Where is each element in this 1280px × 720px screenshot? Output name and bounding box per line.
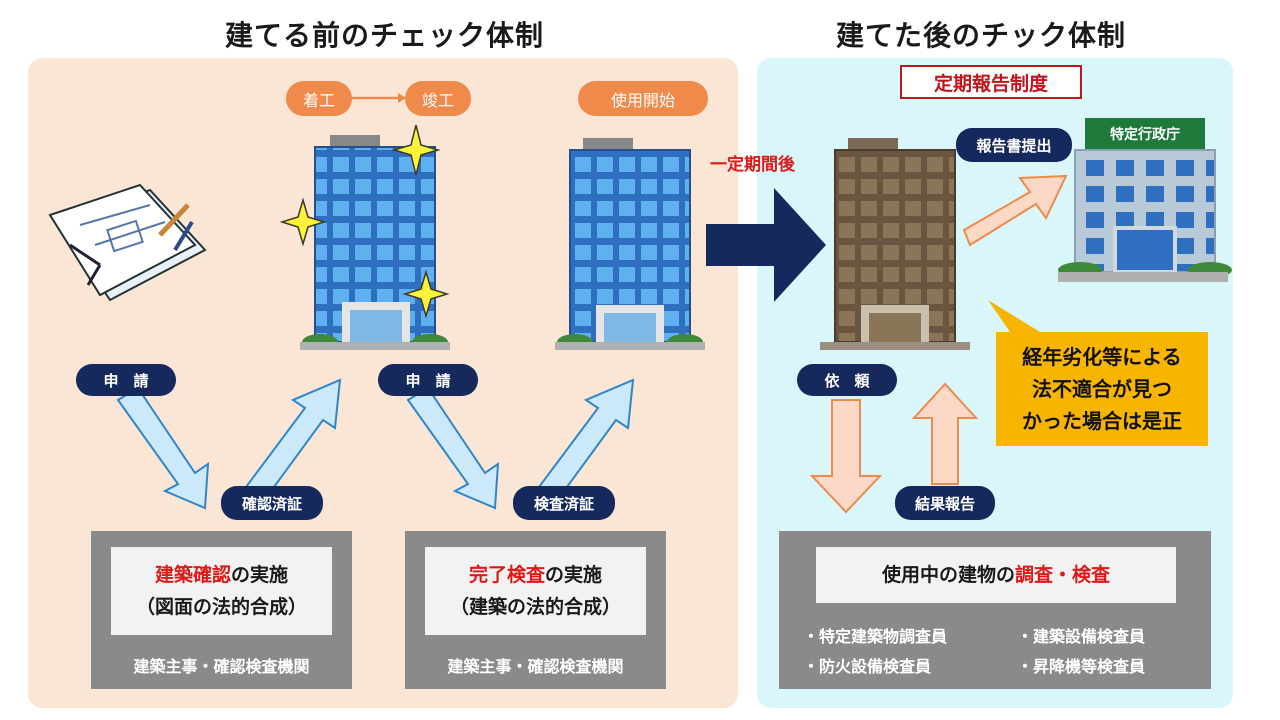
use-start-pill: 使用開始 xyxy=(578,81,708,116)
result-arrow xyxy=(911,382,979,485)
submit-report-pill: 報告書提出 xyxy=(956,128,1072,162)
construction-arrow xyxy=(352,93,406,103)
aged-building xyxy=(820,138,970,350)
confirmation-footer: 建築主事・確認検査機関 xyxy=(133,657,310,676)
inspector-item: ・防火設備検査員 xyxy=(803,657,932,676)
completion-box: 完了検査の実施 （建築の法的合成） 建築主事・確認検査機関 xyxy=(405,531,666,689)
return-arrow-1 xyxy=(241,378,342,504)
confirmation-keyword: 建築確認 xyxy=(154,564,231,586)
certified-pill: 確認済証 xyxy=(221,486,323,520)
transition-arrow xyxy=(706,188,826,302)
completion-pill: 竣工 xyxy=(405,81,471,116)
request-arrow xyxy=(809,399,883,514)
request-pill: 依 頼 xyxy=(797,364,897,396)
correction-callout: 経年劣化等による 法不適合が見つ かった場合は是正 xyxy=(996,332,1208,446)
apply-pill-2: 申 請 xyxy=(378,364,478,396)
inspector-item: ・昇降機等検査員 xyxy=(1017,657,1146,676)
confirmation-box: 建築確認の実施 （図面の法的合成） 建築主事・確認検査機関 xyxy=(91,531,352,689)
survey-box: 使用中の建物の調査・検査 ・特定建築物調査員 ・建築設備検査員 ・防火設備検査員… xyxy=(779,531,1211,689)
confirmation-suffix: の実施 xyxy=(231,564,289,586)
completion-keyword: 完了検査 xyxy=(468,564,545,586)
completion-suffix: の実施 xyxy=(545,564,603,586)
building-construction xyxy=(300,135,450,350)
callout-line-2: 法不適合が見つ xyxy=(1032,377,1172,401)
left-flow-arrows xyxy=(116,378,635,510)
transition-label: 一定期間後 xyxy=(710,155,795,175)
title-after: 建てた後のチック体制 xyxy=(836,19,1127,52)
completion-content: 完了検査の実施 （建築の法的合成） xyxy=(425,547,646,635)
building-completed xyxy=(555,138,705,350)
title-before: 建てる前のチェック体制 xyxy=(225,19,545,52)
callout-line-1: 経年劣化等による xyxy=(1022,345,1182,369)
survey-prefix: 使用中の建物の xyxy=(881,564,1015,586)
inspector-item: ・建築設備検査員 xyxy=(1017,627,1146,646)
inspector-item: ・特定建築物調査員 xyxy=(803,627,948,646)
apply-pill-1: 申 請 xyxy=(76,364,176,396)
submit-arrow xyxy=(962,174,1068,247)
apply-arrow-2 xyxy=(406,386,500,510)
inspected-pill: 検査済証 xyxy=(513,486,615,520)
blueprint-icon xyxy=(48,183,207,302)
periodic-report-system-label: 定期報告制度 xyxy=(900,65,1082,99)
survey-content: 使用中の建物の調査・検査 xyxy=(816,547,1176,603)
completion-subtitle: （建築の法的合成） xyxy=(449,596,621,618)
government-office-icon xyxy=(1058,118,1232,282)
survey-keyword: 調査・検査 xyxy=(1015,564,1111,586)
callout-pointer xyxy=(988,300,1040,332)
confirmation-content: 建築確認の実施 （図面の法的合成） xyxy=(111,547,332,635)
start-construction-pill: 着工 xyxy=(286,81,352,116)
completion-footer: 建築主事・確認検査機関 xyxy=(447,657,624,676)
gov-sign-label: 特定行政庁 xyxy=(1110,127,1180,143)
sparkle-icon xyxy=(279,124,450,319)
apply-arrow-1 xyxy=(116,386,210,510)
callout-line-3: かった場合は是正 xyxy=(1022,409,1182,433)
result-report-pill: 結果報告 xyxy=(895,486,995,520)
confirmation-subtitle: （図面の法的合成） xyxy=(135,596,307,618)
return-arrow-2 xyxy=(534,378,635,504)
